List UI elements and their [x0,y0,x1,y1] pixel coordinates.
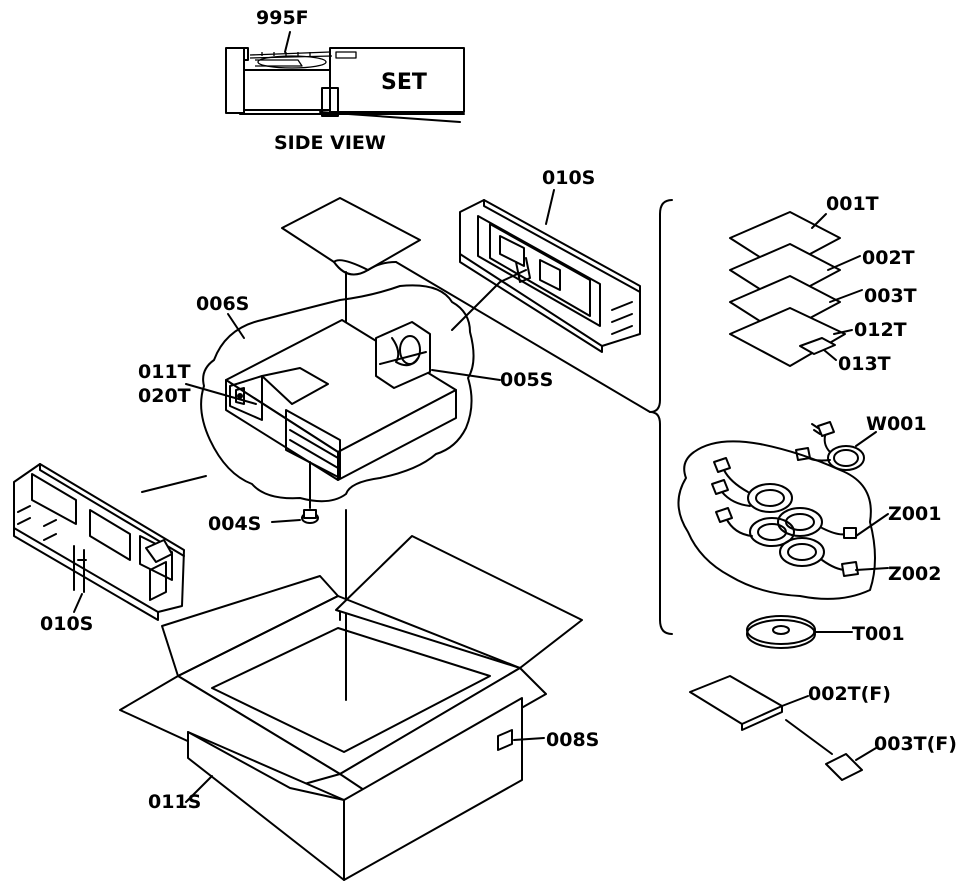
label-003t-f: 003T(F) [874,733,957,755]
set-unit [225,319,457,481]
side-view: 995F SET SIDE VIEW [225,7,465,154]
foam-end-cap-left [13,463,207,621]
label-012t: 012T [854,319,907,341]
carton-011s [119,535,583,881]
label-w001: W001 [866,413,927,435]
label-010s-top: 010S [542,167,595,189]
label-z001: Z001 [888,503,941,525]
label-011s: 011S [148,791,201,813]
label-008s: 008S [546,729,599,751]
sleeve-sheet [281,197,421,276]
label-995f: 995F [256,7,309,29]
bag-006s [200,284,475,503]
leader-005s [431,369,501,381]
label-010s-left: 010S [40,613,93,635]
label-005s: 005S [500,369,553,391]
leader-010s-left [73,593,83,613]
disc-t001 [746,615,853,649]
power-cord-w001 [795,421,877,471]
label-t001: T001 [852,623,905,645]
leader-011s [185,775,213,803]
bracket-leader [395,261,651,413]
label-002t: 002T [862,247,915,269]
leader-011t-020t [185,383,257,405]
cables-z001-z002 [677,440,889,600]
manuals-f [689,675,877,781]
document-sheets [729,211,863,367]
leader-010s-top [545,189,555,225]
label-011t: 011T [138,361,191,383]
screw-004s [271,461,319,524]
label-002t-f: 002T(F) [808,683,891,705]
foam-end-cap-top [451,199,641,353]
label-020t: 020T [138,385,191,407]
label-013t: 013T [838,353,891,375]
label-z002: Z002 [888,563,941,585]
leader-006s [227,313,245,339]
label-side-view: SIDE VIEW [274,132,386,154]
label-003t: 003T [864,285,917,307]
label-set: SET [381,70,427,95]
label-001t: 001T [826,193,879,215]
label-004s: 004S [208,513,261,535]
label-006s: 006S [196,293,249,315]
accessory-group-bracket [649,199,673,635]
